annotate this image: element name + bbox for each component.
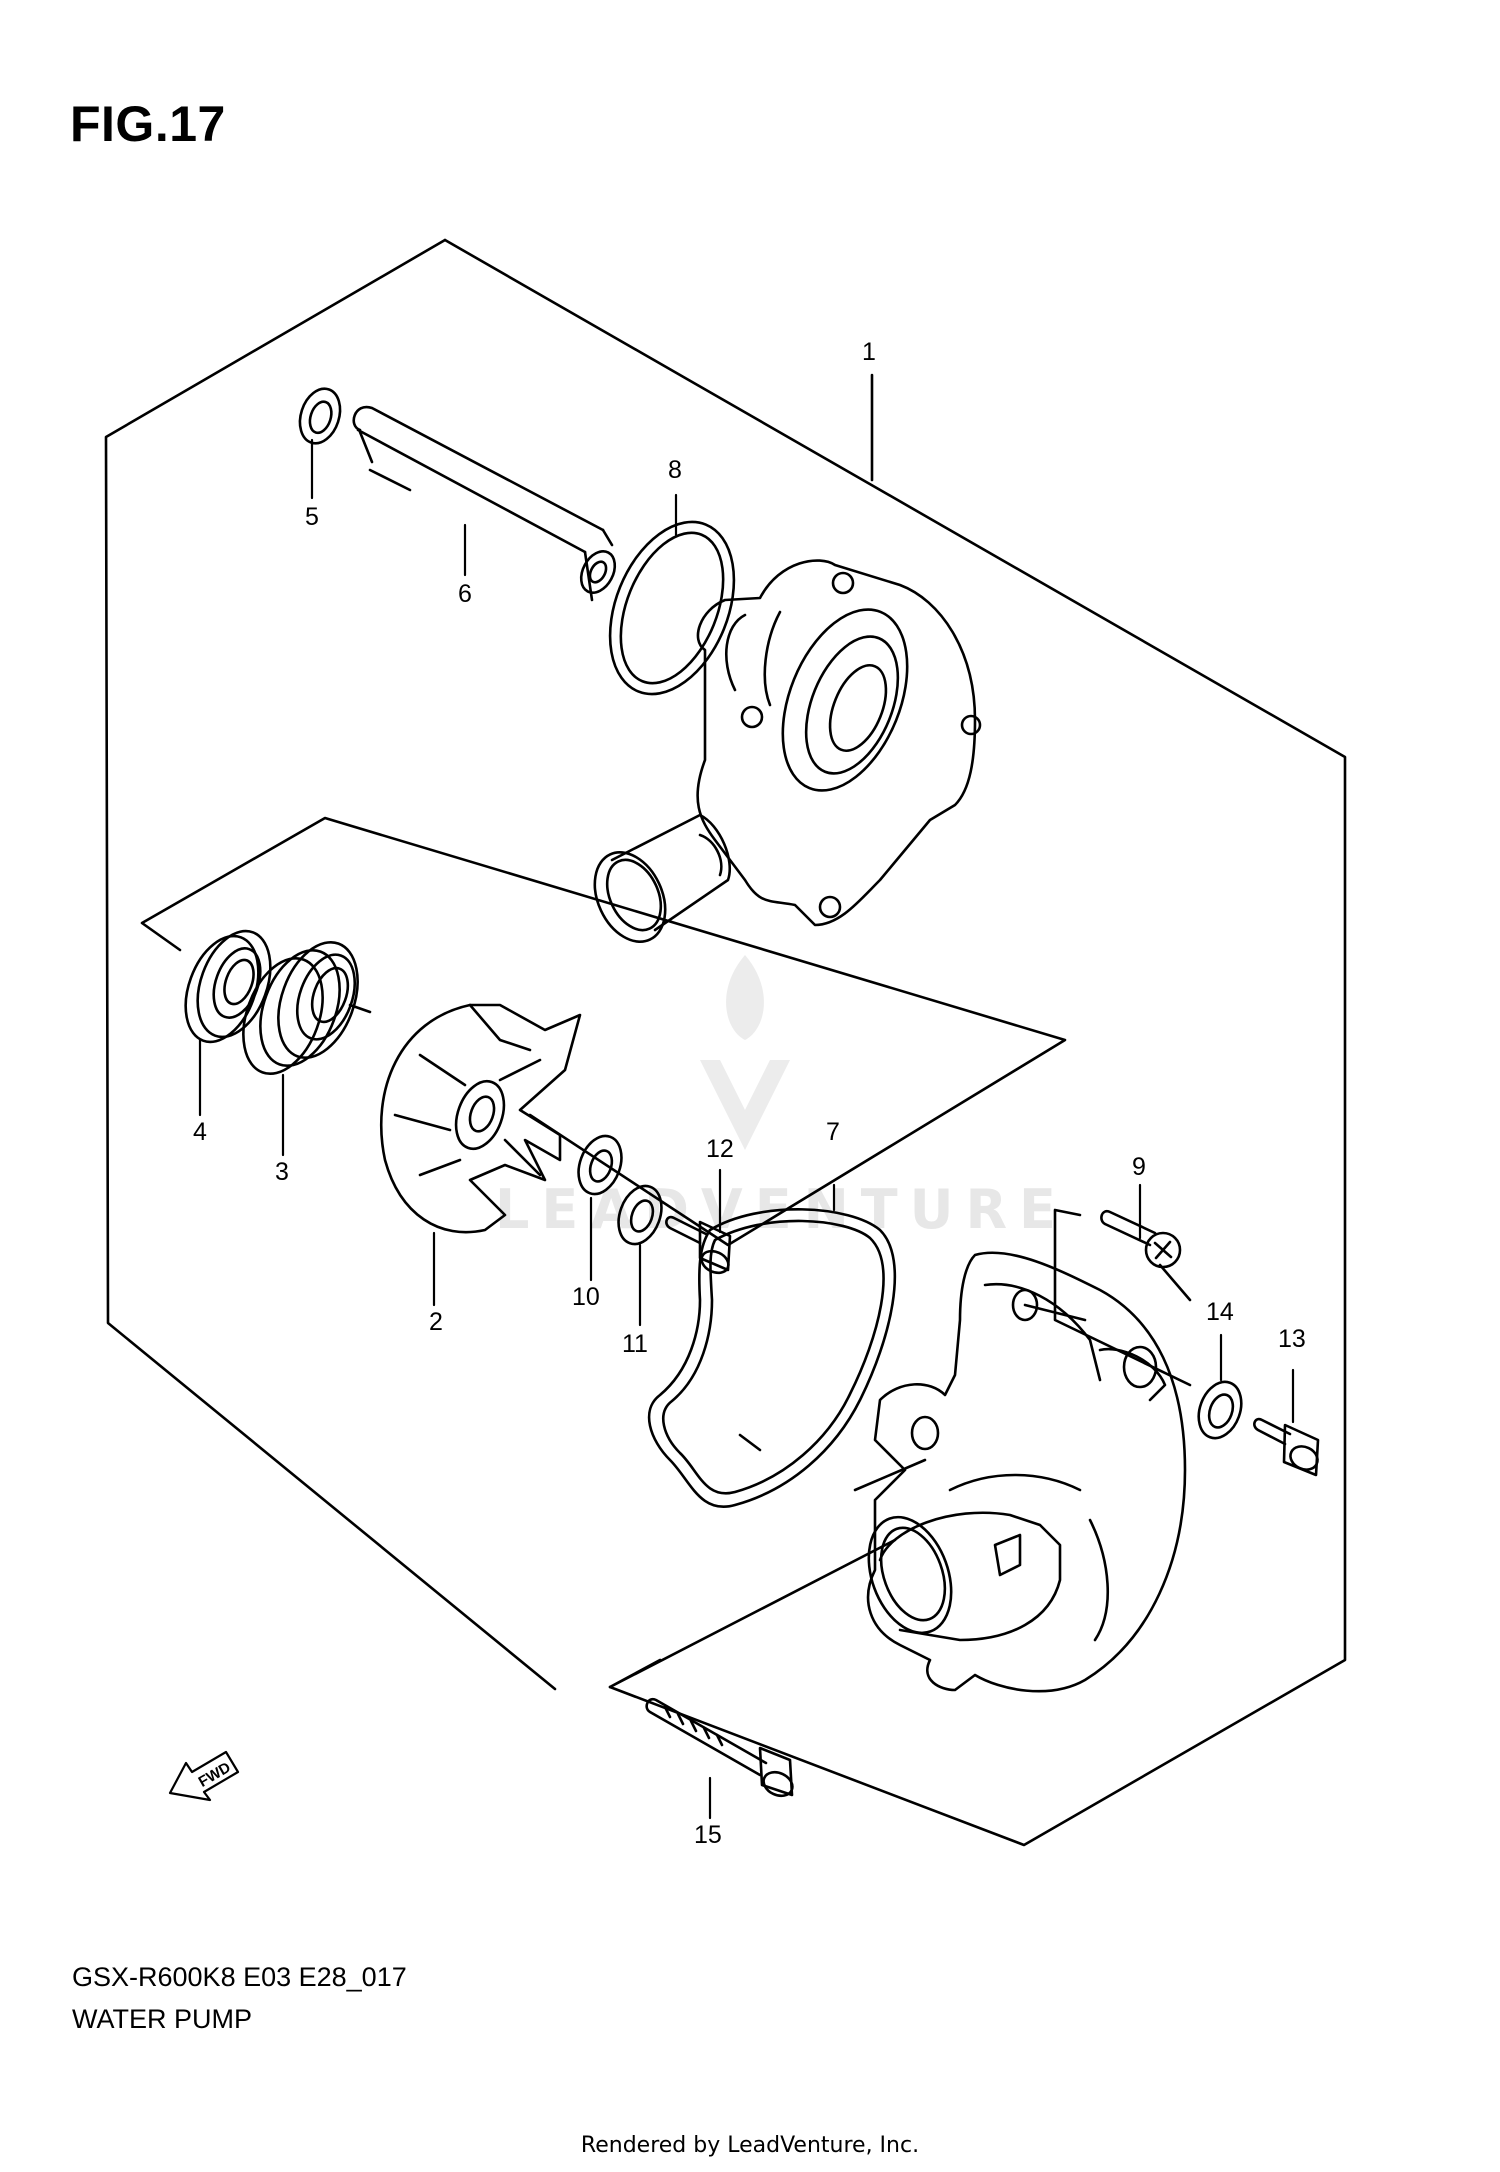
callout-11: 11 [622,1330,648,1358]
watermark: LEADVENTURE [495,955,1056,1241]
impeller-shaft-6 [352,405,617,602]
bolt-15 [645,1697,794,1798]
impeller-2 [380,1003,582,1234]
callout-9: 9 [1132,1153,1146,1181]
callout-6: 6 [458,580,472,608]
bolt-13 [1253,1417,1320,1477]
o-ring-8 [608,520,736,696]
model-code: GSX-R600K8 E03 E28_017 [72,1962,407,1992]
callout-1: 1 [862,338,876,366]
callout-2: 2 [429,1308,443,1336]
assembly-boundary [104,238,1347,1847]
figure-title: FIG.17 [70,96,226,152]
callout-leaders [198,438,1295,1820]
callout-3: 3 [275,1158,289,1186]
oil-seal-4 [184,929,272,1044]
callout-7: 7 [826,1118,840,1146]
callout-13: 13 [1278,1325,1306,1353]
callout-14: 14 [1206,1298,1234,1326]
pump-cover-lower [866,1251,1187,1693]
washer-10 [577,1134,623,1196]
leader-lines [608,373,1192,1689]
callout-10: 10 [572,1283,600,1311]
callout-15: 15 [694,1821,722,1849]
fwd-arrow-icon [168,1750,240,1802]
callout-5: 5 [305,503,319,531]
callout-4: 4 [193,1118,207,1146]
o-ring-7 [647,1208,897,1508]
washer-11 [617,1184,663,1246]
v-logo-icon [700,1060,790,1150]
callout-12: 12 [706,1135,734,1163]
washer-5 [298,387,342,445]
callout-8: 8 [668,456,682,484]
pump-housing-upper [593,559,982,943]
assembly-name: WATER PUMP [72,2004,252,2034]
flame-logo-icon [726,955,764,1040]
bolt-9 [1100,1209,1182,1269]
mechanical-seal-3 [242,940,372,1076]
render-credit: Rendered by LeadVenture, Inc. [580,2133,920,2158]
gasket-14 [1197,1380,1243,1440]
